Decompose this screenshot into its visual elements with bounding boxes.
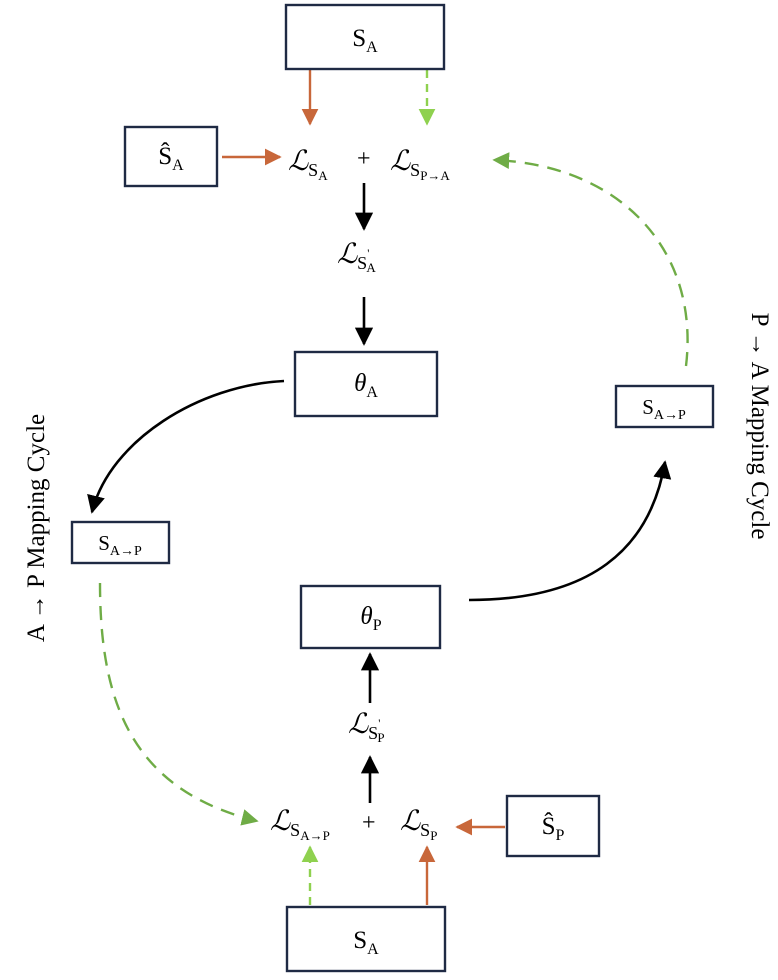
box-top-sa: SA (284, 3, 446, 71)
box-bottom-sa-sub: A (367, 941, 379, 958)
box-theta-p: θP (299, 584, 442, 650)
box-theta-p-sub: P (373, 617, 382, 634)
cycle-label-p-to-a: P → A Mapping Cycle (746, 313, 773, 540)
arrow-left-sap-to-lsap-dashed (98, 582, 259, 826)
arrow-thetap-to-right-sap (468, 460, 672, 602)
box-top-sa-base: S (352, 25, 366, 52)
loss-l-sa: ℒSA (288, 146, 328, 183)
svg-text:SA: SA (353, 927, 379, 958)
loss-l-sa-prime: ℒS'A (337, 239, 376, 275)
loss-l-spa: ℒSP→A (390, 146, 450, 183)
box-left-sap-base: S (98, 531, 110, 555)
svg-text:ŜP: ŜP (542, 812, 565, 844)
box-left-sap: SA→P (70, 520, 171, 565)
svg-text:SA→P: SA→P (642, 395, 686, 423)
loss-l-sap: ℒSA→P (270, 806, 330, 843)
arrow-right-sap-to-lspa-dashed (492, 152, 689, 367)
box-theta-p-base: θ (360, 603, 372, 630)
box-top-sa-sub: A (366, 39, 378, 56)
svg-text:SA→P: SA→P (98, 531, 142, 559)
svg-text:θA: θA (354, 370, 378, 401)
cycle-label-a-to-p: A → P Mapping Cycle (23, 414, 50, 642)
box-bottom-sa-base: S (353, 927, 367, 954)
box-sp-hat-base: Ŝ (542, 812, 556, 840)
box-right-sap: SA→P (614, 384, 715, 429)
svg-text:ŜA: ŜA (158, 142, 184, 174)
plus-top: + (357, 146, 371, 172)
svg-text:SA: SA (352, 25, 378, 56)
box-theta-a-sub: A (366, 384, 378, 401)
box-left-sap-sub: A→P (110, 544, 142, 559)
loss-l-sp: ℒSP (400, 806, 437, 843)
box-right-sap-sub: A→P (654, 408, 686, 423)
box-sa-hat-base: Ŝ (158, 142, 172, 170)
svg-text:θP: θP (360, 603, 381, 634)
loss-l-sp-prime: ℒS'P (348, 709, 385, 745)
box-right-sap-base: S (642, 395, 654, 419)
box-sa-hat: ŜA (123, 125, 219, 188)
box-sp-hat-sub: P (556, 827, 565, 844)
box-bottom-sa: SA (285, 905, 447, 973)
plus-bottom: + (362, 810, 376, 836)
arrow-thetaa-to-left-sap (87, 379, 285, 514)
box-theta-a: θA (293, 350, 439, 418)
box-sp-hat: ŜP (505, 794, 601, 858)
box-theta-a-base: θ (354, 370, 366, 397)
box-sa-hat-sub: A (172, 157, 184, 174)
